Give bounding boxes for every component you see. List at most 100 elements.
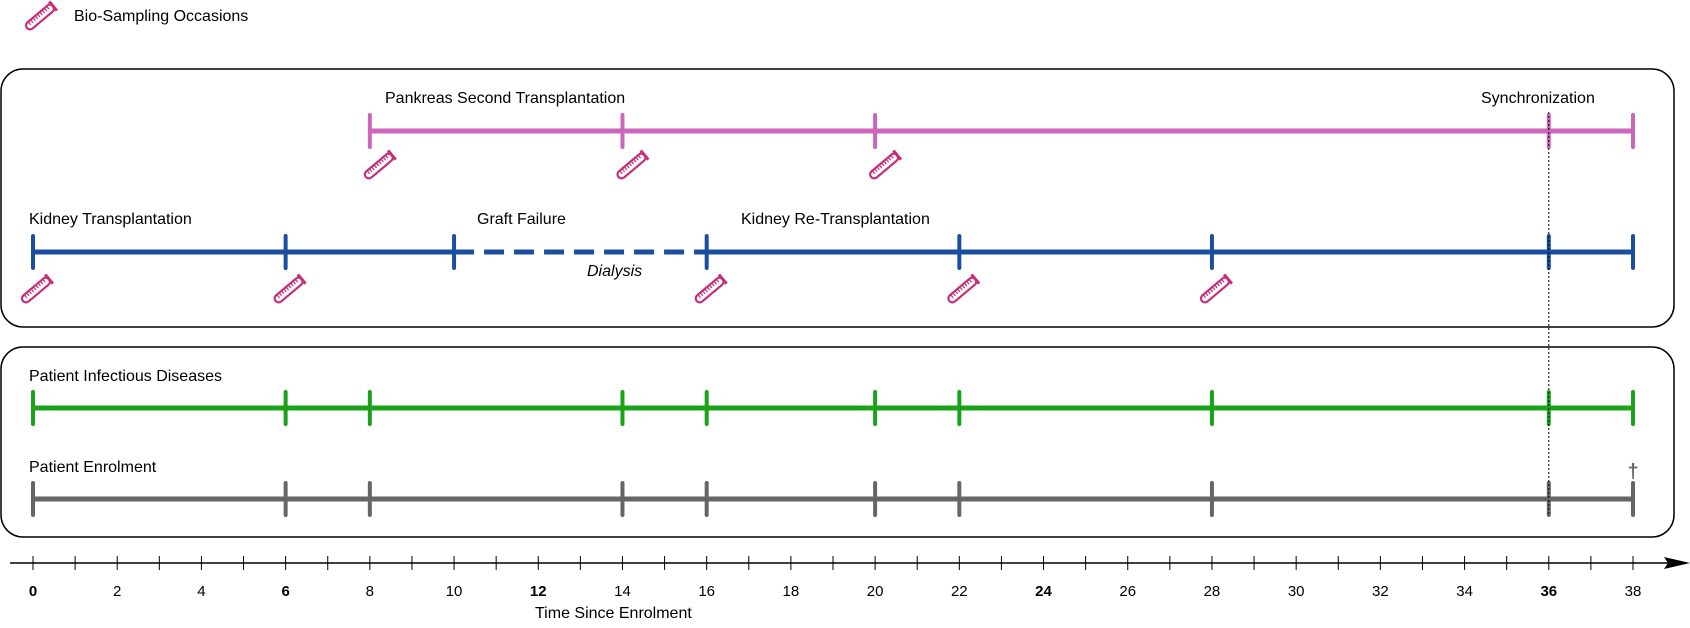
transplantation-panel <box>0 68 1675 328</box>
axis-tick-label-28: 28 <box>1204 583 1221 600</box>
test-tube-graduation <box>621 168 626 173</box>
axis-tick-label-30: 30 <box>1288 583 1305 600</box>
test-tube-graduation <box>1221 278 1225 283</box>
test-tube-graduation <box>952 292 956 297</box>
test-tube-graduation <box>704 288 708 293</box>
test-tube-cap <box>970 273 981 285</box>
infectious-track-label: Patient Infectious Diseases <box>29 368 222 385</box>
test-tube-graduation <box>623 166 628 171</box>
axis-tick-label-38: 38 <box>1625 583 1642 600</box>
test-tube-graduation <box>34 15 39 20</box>
test-tube-graduation <box>890 154 894 159</box>
test-tube-graduation <box>366 170 371 175</box>
test-tube-graduation <box>708 284 713 289</box>
patient-panel <box>0 346 1675 538</box>
test-tube-graduation <box>968 278 972 283</box>
graft-failure-label: Graft Failure <box>477 211 566 228</box>
test-tube-cap <box>892 149 903 161</box>
test-tube-graduation <box>966 280 970 285</box>
test-tube-graduation <box>378 160 382 165</box>
synchronization-label: Synchronization <box>1481 90 1595 107</box>
axis-tick-label-8: 8 <box>366 583 374 600</box>
test-tube-graduation <box>883 160 887 165</box>
test-tube-cap <box>386 149 397 161</box>
axis-arrow-icon <box>1664 557 1690 569</box>
test-tube-graduation <box>635 156 639 161</box>
test-tube-graduation <box>881 162 885 167</box>
sample-icon-kidney-16 <box>694 273 728 304</box>
axis-tick-label-24: 24 <box>1035 583 1052 600</box>
axis-tick-label-32: 32 <box>1372 583 1389 600</box>
axis-tick-label-10: 10 <box>446 583 463 600</box>
sample-icon-pancreas-14 <box>616 149 650 180</box>
test-tube-graduation <box>375 162 380 167</box>
test-tube-graduation <box>874 168 878 173</box>
test-tube-graduation <box>26 292 30 297</box>
dialysis-label: Dialysis <box>587 263 642 280</box>
test-tube-graduation <box>715 278 720 283</box>
test-tube-graduation <box>287 284 292 289</box>
test-tube-graduation <box>697 294 701 299</box>
axis-tick-label-2: 2 <box>113 583 121 600</box>
axis-tick-label-16: 16 <box>698 583 715 600</box>
axis-tick-label-18: 18 <box>783 583 800 600</box>
test-tube-graduation <box>276 294 280 299</box>
test-tube-graduation <box>30 288 35 293</box>
test-tube-graduation <box>871 170 876 175</box>
test-tube-graduation <box>959 286 963 291</box>
test-tube-graduation <box>1214 284 1218 289</box>
test-tube-icon <box>24 0 59 31</box>
test-tube-cap <box>296 273 307 285</box>
legend-label: Bio-Sampling Occasions <box>74 8 248 25</box>
axis-tick-label-34: 34 <box>1456 583 1473 600</box>
test-tube-graduation <box>36 13 41 18</box>
test-tube-graduation <box>628 162 632 167</box>
tracks-layer: † <box>20 113 1639 517</box>
test-tube-cap <box>44 273 55 285</box>
test-tube-graduation <box>43 7 48 12</box>
sample-icon-pancreas-8 <box>363 149 397 180</box>
test-tube-graduation <box>637 154 642 159</box>
test-tube-graduation <box>885 158 890 163</box>
test-tube-graduation <box>32 17 36 22</box>
test-tube-graduation <box>961 284 966 289</box>
axis-tick-label-22: 22 <box>951 583 968 600</box>
test-tube-graduation <box>46 5 50 10</box>
test-tube-graduation <box>290 282 294 287</box>
axis-tick-label-14: 14 <box>614 583 631 600</box>
test-tube-graduation <box>1205 292 1209 297</box>
test-tube-graduation <box>633 158 637 163</box>
test-tube-icon <box>24 0 59 31</box>
test-tube-body <box>947 276 978 304</box>
test-tube-graduation <box>713 280 718 285</box>
test-tube-graduation <box>699 292 704 297</box>
test-tube-graduation <box>1218 280 1223 285</box>
test-tube-graduation <box>368 168 373 173</box>
death-dagger-icon: † <box>1627 461 1638 483</box>
test-tube-graduation <box>23 294 28 299</box>
test-tube-graduation <box>373 164 378 169</box>
test-tube-graduation <box>28 290 32 295</box>
axis-tick-label-20: 20 <box>867 583 884 600</box>
axis-tick-label-26: 26 <box>1119 583 1136 600</box>
test-tube-graduation <box>37 282 42 287</box>
test-tube-graduation <box>1211 286 1216 291</box>
test-tube-cap <box>48 0 59 12</box>
test-tube-graduation <box>294 278 299 283</box>
test-tube-graduation <box>283 288 287 293</box>
test-tube-cap <box>717 273 728 285</box>
test-tube-graduation <box>1202 294 1207 299</box>
test-tube-graduation <box>285 286 290 291</box>
test-tube-graduation <box>380 158 384 163</box>
test-tube-graduation <box>371 166 375 171</box>
axis-tick-label-4: 4 <box>197 583 205 600</box>
test-tube-graduation <box>1216 282 1221 287</box>
test-tube-graduation <box>619 170 623 175</box>
test-tube-body <box>1199 276 1231 304</box>
kidney-track-label: Kidney Transplantation <box>29 211 192 228</box>
test-tube-graduation <box>27 21 32 26</box>
test-tube-graduation <box>292 280 296 285</box>
pancreas-track-label: Pankreas Second Transplantation <box>385 90 625 107</box>
axis-tick-label-6: 6 <box>281 583 289 600</box>
